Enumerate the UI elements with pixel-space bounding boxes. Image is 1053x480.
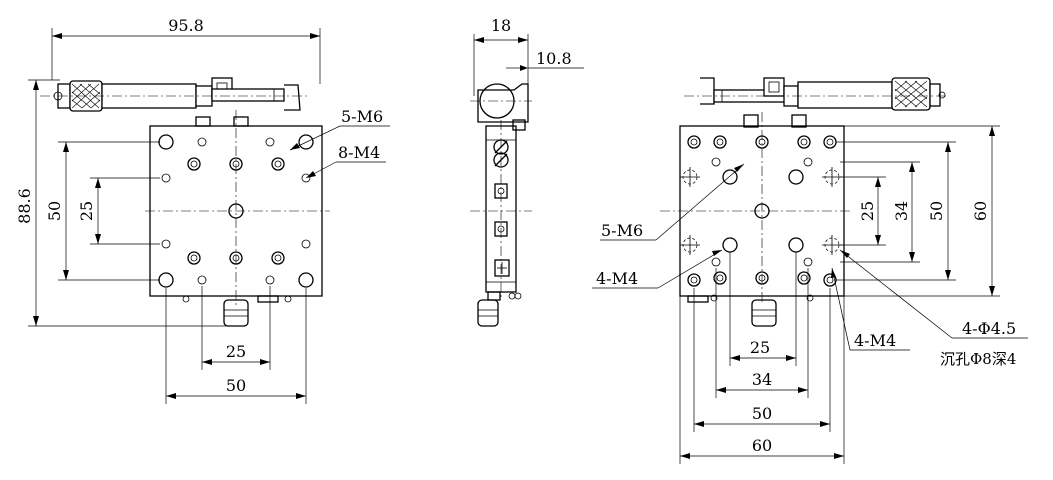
dim-v-25-left: 25 [77, 177, 160, 245]
dim-label-50-hr: 50 [752, 404, 772, 423]
dim-label-10-8: 10.8 [536, 49, 572, 68]
dim-v-60-right: 60 [844, 125, 1000, 297]
dim-v-34-right: 34 [840, 161, 920, 263]
callout-5-m6-left: 5-M6 [289, 107, 390, 151]
dim-label-34-vr: 34 [892, 201, 911, 221]
dim-h-60-right: 60 [679, 296, 845, 464]
dim-label-25-hr: 25 [750, 338, 770, 357]
dim-width-overall: 95.8 [51, 16, 321, 84]
dim-v-25-right: 25 [840, 176, 886, 246]
right-micrometer [684, 77, 948, 128]
side-view: 18 10.8 [470, 16, 584, 327]
left-micrometer [40, 77, 310, 112]
dim-h-25-right: 25 [729, 252, 797, 366]
dim-label-50-h: 50 [226, 376, 246, 395]
dim-height-overall: 88.6 [15, 79, 226, 327]
callout-label-4-m4-b: 4-M4 [854, 331, 896, 350]
callout-label-8-m4: 8-M4 [338, 143, 380, 162]
callout-label-5-m6: 5-M6 [341, 107, 383, 126]
right-knurl [894, 80, 928, 108]
dim-h-25-left: 25 [201, 286, 271, 370]
dim-label-60-vr: 60 [971, 201, 990, 221]
right-holes [680, 135, 842, 287]
dim-label-50-v: 50 [45, 201, 64, 221]
dim-label-88-6: 88.6 [15, 188, 34, 224]
left-view: 95.8 88.6 50 25 [15, 16, 390, 404]
dim-label-50-vr: 50 [927, 201, 946, 221]
right-lock-knob [751, 299, 777, 327]
dim-h-34-right: 34 [715, 268, 809, 398]
callout-label-cbore-1: 4-Φ4.5 [962, 319, 1016, 338]
dim-label-60-hr: 60 [752, 436, 772, 455]
dim-depth-18: 18 [473, 16, 529, 96]
callout-4-m4-right-a: 4-M4 [592, 249, 723, 289]
dim-label-95-8: 95.8 [168, 16, 204, 35]
callout-cbore-right: 4-Φ4.5 沉孔Φ8深4 [839, 249, 1028, 368]
dim-label-25-h: 25 [226, 342, 246, 361]
dim-label-25-vr: 25 [858, 201, 877, 221]
callout-4-m4-right-b: 4-M4 [831, 267, 910, 351]
callout-label-4-m4-a: 4-M4 [596, 269, 638, 288]
right-view: 25 34 50 60 [592, 77, 1028, 464]
callout-label-5-m6-r: 5-M6 [601, 221, 643, 240]
callout-8-m4-left: 8-M4 [305, 143, 386, 179]
dim-h-50-left: 50 [165, 288, 307, 404]
dim-offset-10-8: 10.8 [506, 49, 584, 71]
dim-label-25-v: 25 [77, 201, 96, 221]
dim-label-18: 18 [491, 16, 511, 35]
dim-v-50-right: 50 [836, 141, 956, 281]
callout-label-cbore-2: 沉孔Φ8深4 [940, 350, 1016, 368]
dim-h-50-right: 50 [693, 288, 831, 432]
callout-5-m6-right: 5-M6 [600, 163, 745, 241]
dim-label-34-hr: 34 [752, 370, 772, 389]
dim-v-50-left: 50 [45, 141, 160, 281]
